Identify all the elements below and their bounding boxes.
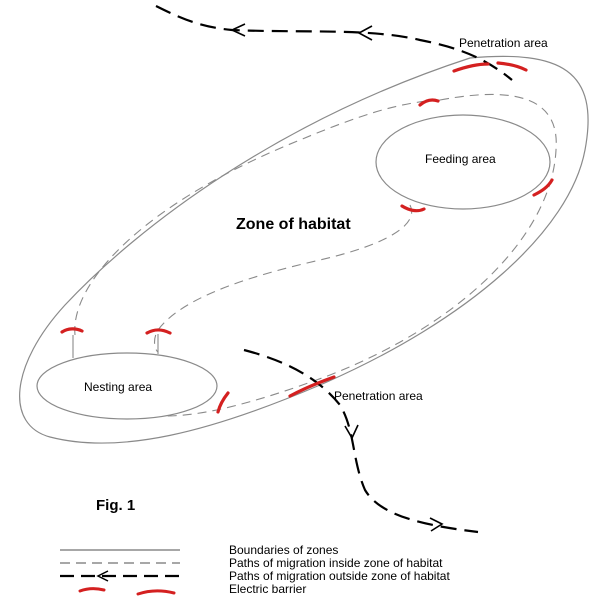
legend-barrier-mark [136, 589, 176, 596]
zone-of-habitat-title: Zone of habitat [236, 216, 351, 233]
legend-label-electric-barrier: Electric barrier [229, 582, 307, 596]
electric-barrier [145, 328, 172, 335]
nesting-area [36, 352, 218, 420]
electric-barriers [60, 61, 554, 414]
inner-migration-path-feeding-to-nesting [154, 204, 413, 353]
legend-label-outer-paths: Paths of migration outside zone of habit… [229, 569, 450, 583]
outer-migration-path-top [155, 5, 513, 81]
electric-barrier [216, 391, 230, 414]
legend [60, 549, 180, 596]
nesting-area-label: Nesting area [84, 380, 153, 394]
electric-barrier [418, 98, 440, 107]
feeding-area [375, 114, 551, 210]
electric-barrier [400, 204, 426, 213]
legend-label-inner-paths: Paths of migration inside zone of habita… [229, 556, 443, 570]
electric-barrier [288, 375, 336, 398]
penetration-area-label-top: Penetration area [459, 36, 548, 50]
outer-migration-path-bottom [243, 348, 479, 534]
electric-barrier [452, 62, 490, 73]
arrow-right-icon [429, 517, 444, 532]
legend-barrier-mark [78, 587, 106, 593]
electric-barrier [60, 327, 84, 334]
electric-barrier [496, 61, 528, 72]
habitat-boundary [19, 55, 589, 444]
feeding-area-label: Feeding area [425, 152, 496, 166]
electric-barrier [532, 178, 554, 197]
arrow-left-icon [230, 23, 246, 37]
figure-label: Fig. 1 [96, 497, 136, 514]
arrow-left-icon [357, 25, 373, 41]
legend-label-boundaries: Boundaries of zones [229, 543, 339, 557]
penetration-area-label-bottom: Penetration area [334, 389, 423, 403]
arrow-left-icon [96, 570, 109, 582]
arrow-down-icon [344, 424, 359, 440]
